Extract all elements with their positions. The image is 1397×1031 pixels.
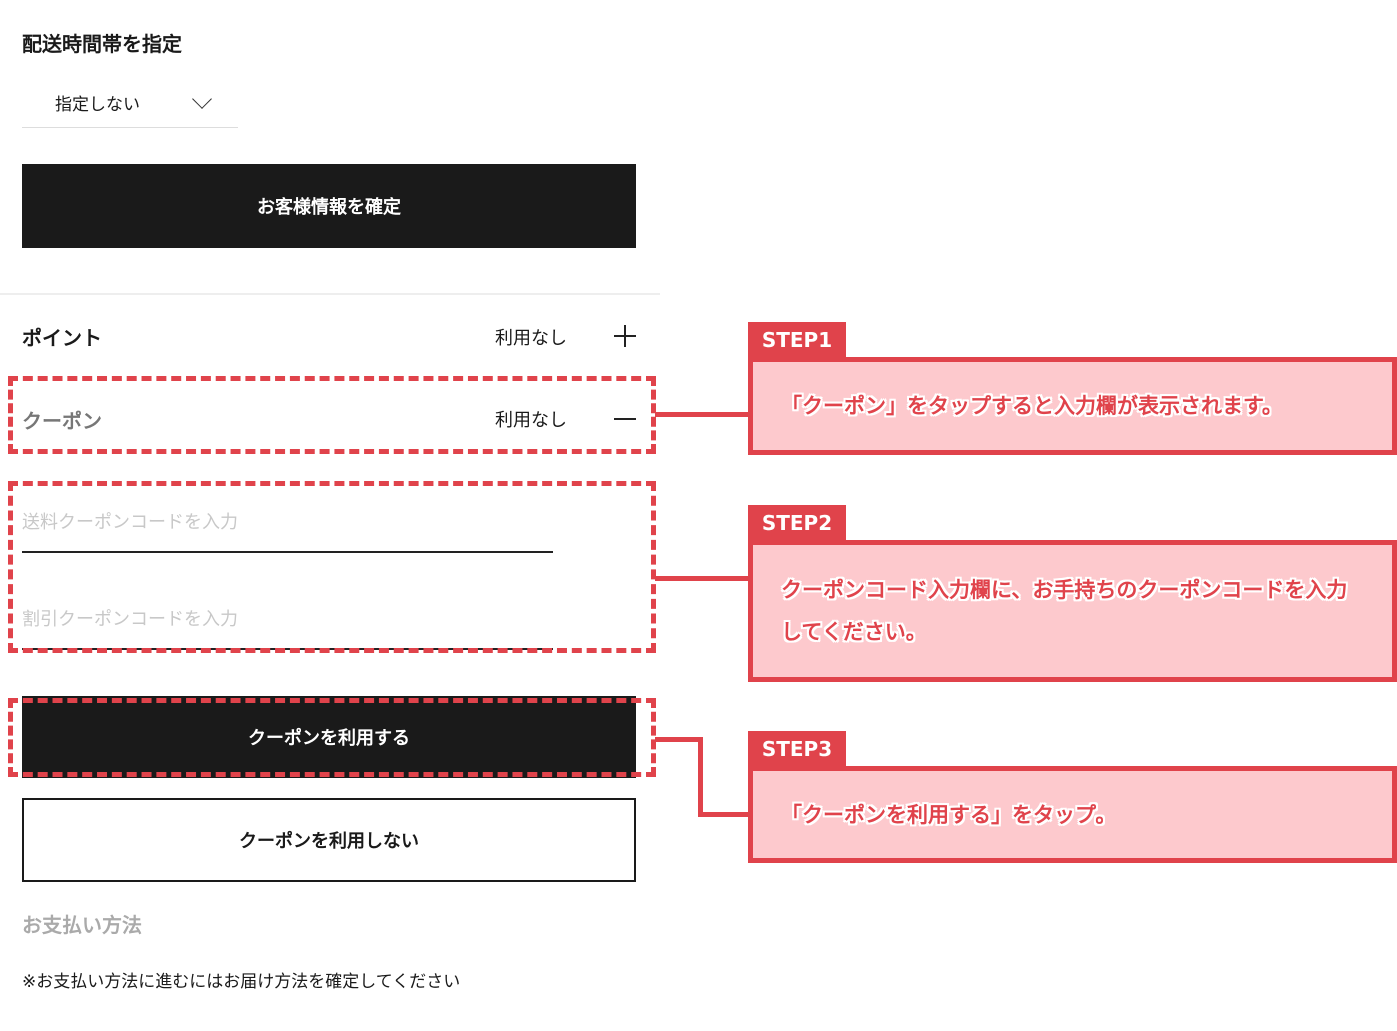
connector-line bbox=[698, 812, 750, 817]
connector-line bbox=[655, 737, 703, 742]
use-coupon-button[interactable]: クーポンを利用する bbox=[22, 696, 636, 778]
divider bbox=[0, 293, 660, 295]
step2-highlight bbox=[8, 481, 656, 653]
step3-box: 「クーポンを利用する」をタップ。 bbox=[748, 766, 1397, 863]
connector-line bbox=[655, 412, 750, 417]
point-value: 利用なし bbox=[495, 328, 567, 349]
plus-icon[interactable] bbox=[614, 325, 636, 347]
step1-tab: STEP1 bbox=[748, 322, 846, 358]
confirm-customer-info-button[interactable]: お客様情報を確定 bbox=[22, 164, 636, 248]
step1-highlight bbox=[8, 376, 656, 454]
step2-text: クーポンコード入力欄に、お手持ちのクーポンコードを入力してください。 bbox=[781, 578, 1348, 644]
point-label[interactable]: ポイント bbox=[22, 326, 102, 350]
shipping-coupon-input[interactable]: 送料クーポンコードを入力 bbox=[22, 512, 238, 533]
payment-title: お支払い方法 bbox=[22, 913, 142, 937]
connector-line bbox=[655, 576, 750, 581]
discount-coupon-input[interactable]: 割引クーポンコードを入力 bbox=[22, 609, 238, 630]
coupon-label[interactable]: クーポン bbox=[22, 409, 102, 433]
step3-text: 「クーポンを利用する」をタップ。 bbox=[781, 802, 1117, 827]
delivery-time-title: 配送時間帯を指定 bbox=[22, 32, 182, 56]
delivery-time-select[interactable]: 指定しない bbox=[22, 84, 238, 128]
step1-text: 「クーポン」をタップすると入力欄が表示されます。 bbox=[781, 394, 1283, 418]
payment-note: ※お支払い方法に進むにはお届け方法を確定してください bbox=[22, 972, 461, 992]
input-underline bbox=[22, 551, 553, 553]
step1-box: 「クーポン」をタップすると入力欄が表示されます。 bbox=[748, 357, 1397, 455]
minus-icon[interactable] bbox=[614, 418, 636, 420]
step2-tab: STEP2 bbox=[748, 505, 846, 541]
connector-line bbox=[698, 737, 703, 817]
select-value: 指定しない bbox=[55, 95, 140, 115]
step3-tab: STEP3 bbox=[748, 731, 846, 767]
step3-highlight bbox=[8, 698, 656, 777]
no-coupon-button[interactable]: クーポンを利用しない bbox=[22, 798, 636, 882]
step2-box: クーポンコード入力欄に、お手持ちのクーポンコードを入力してください。 bbox=[748, 540, 1397, 682]
coupon-value: 利用なし bbox=[495, 410, 567, 431]
